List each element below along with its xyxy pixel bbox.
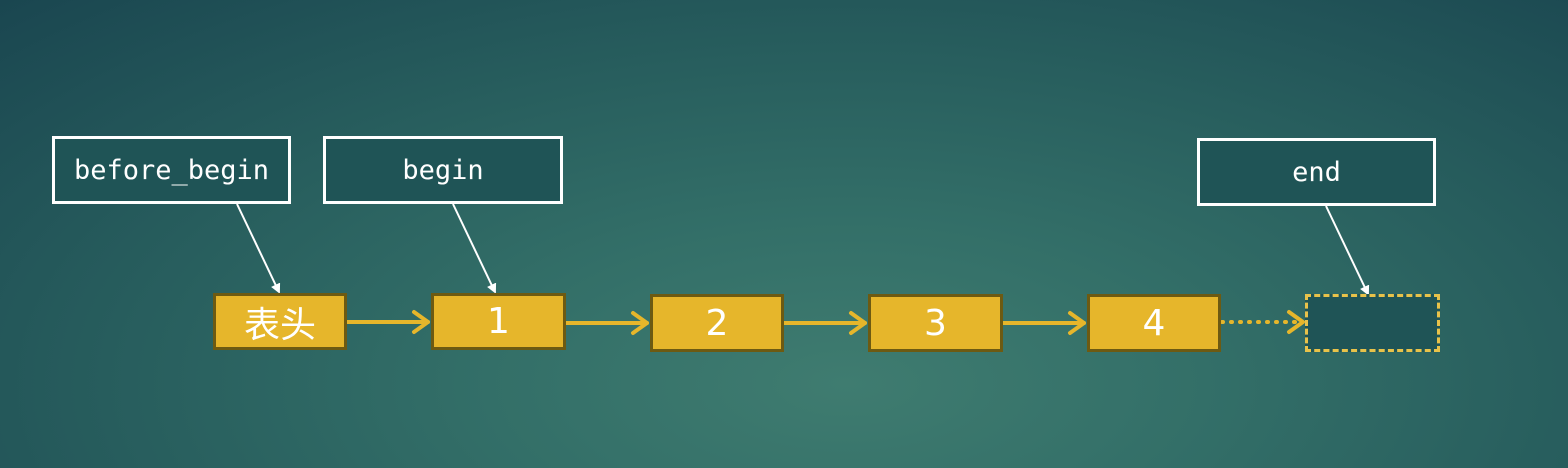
list-end-placeholder-node bbox=[1305, 294, 1440, 352]
list-head-node: 表头 bbox=[213, 293, 347, 350]
before-begin-pointer-arrow bbox=[236, 203, 281, 294]
begin-pointer-arrow bbox=[452, 203, 497, 294]
begin-pointer-label: begin bbox=[323, 136, 563, 204]
link-arrow-3-to-4 bbox=[1001, 311, 1086, 335]
list-node-2: 2 bbox=[650, 294, 784, 352]
list-node-1: 1 bbox=[431, 293, 566, 350]
link-arrow-1-to-2 bbox=[564, 311, 649, 335]
list-node-3: 3 bbox=[868, 294, 1003, 352]
link-arrow-4-to-end-dotted bbox=[1220, 310, 1305, 334]
list-node-4: 4 bbox=[1087, 294, 1221, 352]
link-arrow-2-to-3 bbox=[782, 311, 867, 335]
end-pointer-label: end bbox=[1197, 138, 1436, 206]
link-arrow-head-to-1 bbox=[345, 310, 430, 334]
before-begin-pointer-label: before_begin bbox=[52, 136, 291, 204]
end-pointer-arrow bbox=[1325, 205, 1370, 296]
